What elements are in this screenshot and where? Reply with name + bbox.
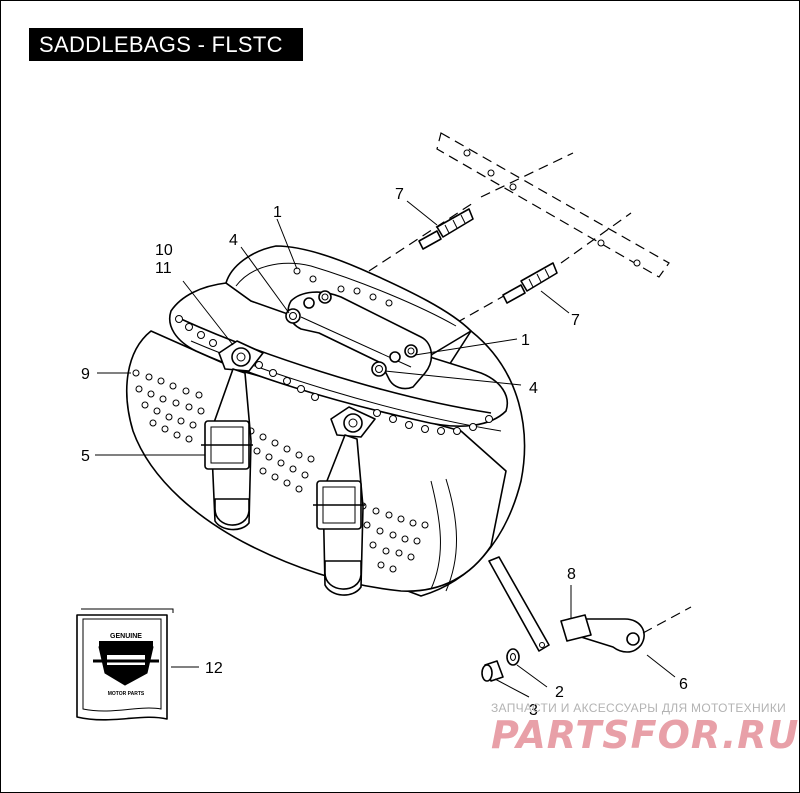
mount-bracket [560, 606, 692, 653]
callout-3: 3 [529, 702, 538, 719]
genuine-logo [93, 641, 159, 686]
callout-2: 2 [555, 684, 564, 701]
callout-6: 6 [679, 676, 688, 693]
callout-7-lower: 7 [571, 312, 580, 329]
concho-left [218, 340, 264, 372]
callout-4-upper: 4 [229, 232, 238, 249]
watermark-caption: ЗАПЧАСТИ И АКСЕССУАРЫ ДЛЯ МОТОТЕХНИКИ [491, 701, 787, 715]
logo-top-text: GENUINE [110, 633, 142, 640]
logo-bottom-text: MOTOR PARTS [108, 691, 145, 697]
callout-12: 12 [205, 660, 223, 677]
callout-7-upper: 7 [395, 186, 404, 203]
stud-upper [418, 208, 474, 250]
callout-1-lower: 1 [521, 332, 530, 349]
callout-8: 8 [567, 566, 576, 583]
lid-handle [285, 290, 433, 390]
washer [506, 648, 520, 666]
callout-5: 5 [81, 448, 90, 465]
watermark-brand[interactable]: PARTSFOR.RU [491, 713, 800, 757]
leader-lines [95, 200, 676, 698]
diagram-title: SADDLEBAGS - FLSTC [29, 28, 303, 61]
callout-11: 11 [155, 260, 172, 277]
callout-labels: 1 1 2 3 4 4 5 6 7 7 8 9 10 11 12 [81, 186, 688, 719]
genuine-parts-package: GENUINE MOTOR PARTS [76, 608, 174, 721]
mount-bar [488, 556, 550, 652]
lid-studs [175, 267, 493, 435]
strap-right [313, 434, 365, 596]
concho-right [330, 406, 376, 438]
callout-4-lower: 4 [529, 380, 538, 397]
stud-lower [502, 262, 558, 304]
support-rail [368, 132, 670, 324]
callout-10: 10 [155, 242, 173, 259]
strap-left [201, 368, 253, 531]
callout-1-upper: 1 [273, 204, 282, 221]
body-perforations [132, 369, 429, 573]
callout-9: 9 [81, 366, 90, 383]
acorn-nut [481, 660, 504, 682]
